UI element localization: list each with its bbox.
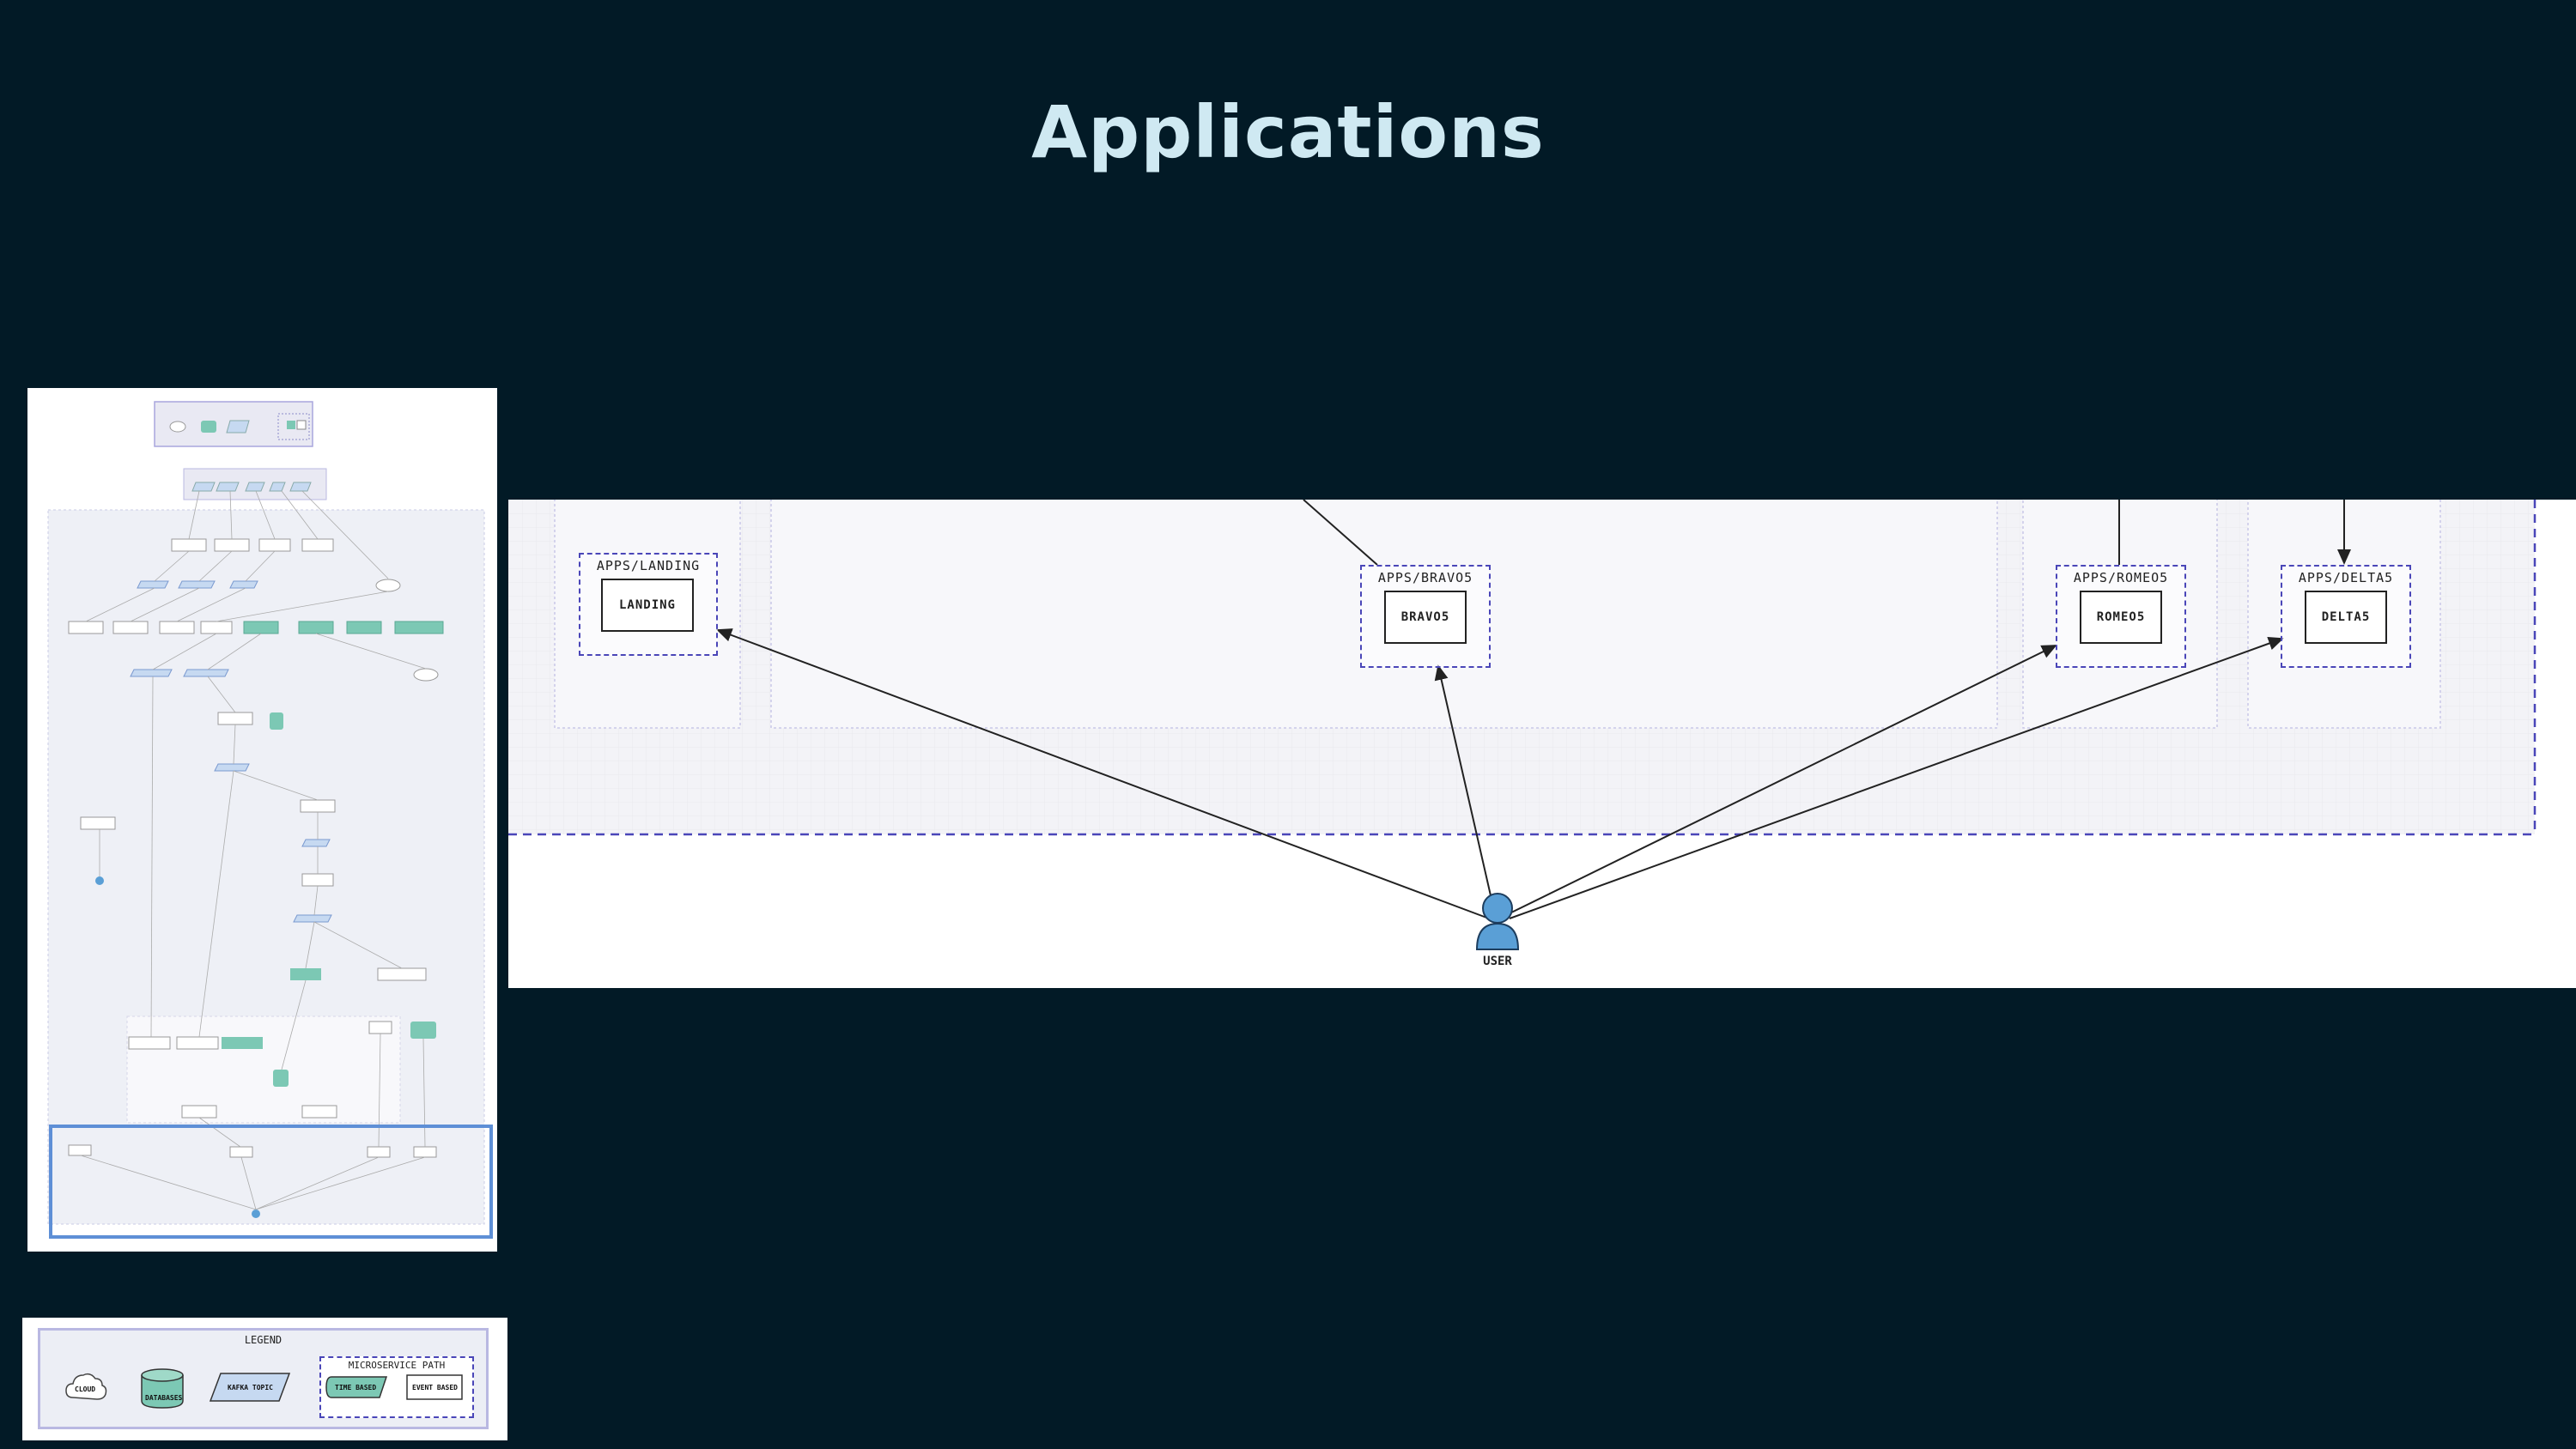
legend-cloud-label: CLOUD <box>75 1385 96 1393</box>
microservice-path-legend: MICROSERVICE PATH TIME BASED EVENT BASED <box>319 1356 474 1418</box>
kafka-topic-icon <box>209 1373 291 1402</box>
legend-box: LEGEND CLOUD DATABASES KAFKA TOPIC MICRO… <box>38 1328 489 1429</box>
landing-node[interactable]: LANDING <box>601 579 694 632</box>
minimap-viewport[interactable] <box>49 1125 493 1239</box>
applications-diagram[interactable]: APPS/LANDING LANDING APPS/BRAVO5 BRAVO5 … <box>508 500 2576 988</box>
minimap-drawing <box>47 401 485 1225</box>
legend-kafka-label: KAFKA TOPIC <box>228 1384 273 1391</box>
microservice-path-title: MICROSERVICE PATH <box>348 1360 446 1371</box>
delta5-node[interactable]: DELTA5 <box>2305 591 2387 644</box>
romeo5-node-label: ROMEO5 <box>2096 610 2146 624</box>
user-label: USER <box>1483 955 1512 968</box>
apps-landing-group-label: APPS/LANDING <box>596 558 701 573</box>
diagram-minimap[interactable] <box>27 388 497 1252</box>
bravo5-node[interactable]: BRAVO5 <box>1384 591 1467 644</box>
legend: LEGEND CLOUD DATABASES KAFKA TOPIC MICRO… <box>22 1318 507 1440</box>
apps-delta5-group-label: APPS/DELTA5 <box>2298 570 2394 585</box>
apps-romeo5-group-label: APPS/ROMEO5 <box>2073 570 2169 585</box>
landing-node-label: LANDING <box>618 598 676 612</box>
database-icon <box>141 1368 184 1409</box>
delta5-node-label: DELTA5 <box>2321 610 2371 624</box>
legend-database-label: DATABASES <box>145 1394 183 1402</box>
time-based-label: TIME BASED <box>335 1384 377 1391</box>
diagram-graphics <box>508 500 2537 950</box>
event-based-label: EVENT BASED <box>412 1384 458 1391</box>
bravo5-node-label: BRAVO5 <box>1400 610 1450 624</box>
legend-shapes <box>65 1368 291 1409</box>
cloud-icon <box>65 1373 107 1400</box>
romeo5-node[interactable]: ROMEO5 <box>2080 591 2162 644</box>
user-icon <box>1475 893 1520 950</box>
time-based-icon <box>325 1376 388 1398</box>
legend-title: LEGEND <box>244 1334 283 1346</box>
apps-bravo5-group-label: APPS/BRAVO5 <box>1377 570 1473 585</box>
microservice-shapes <box>325 1374 463 1400</box>
page-title: Applications <box>1031 90 1545 174</box>
event-based-icon <box>406 1374 463 1400</box>
